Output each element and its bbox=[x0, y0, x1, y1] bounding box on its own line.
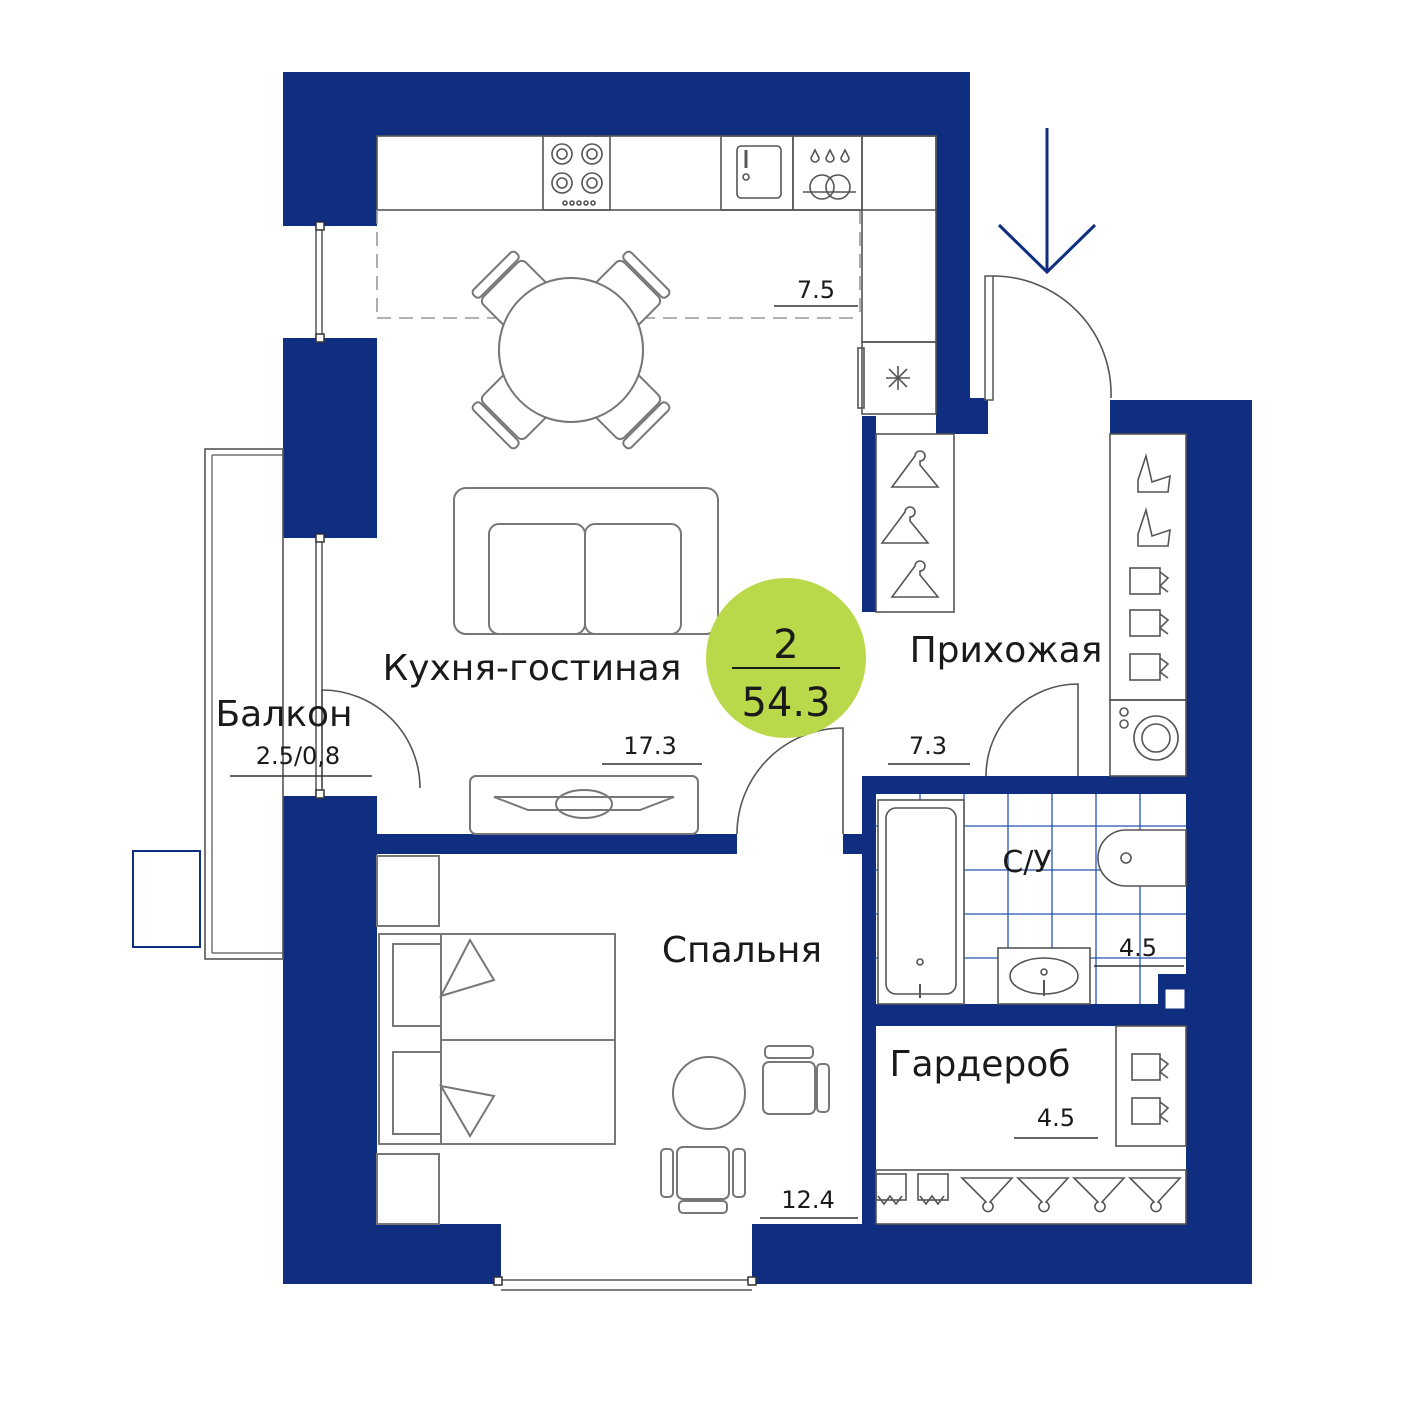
dining-table-icon bbox=[471, 250, 671, 450]
hanger-icon bbox=[880, 450, 940, 598]
kitchen-living-area: 17.3 bbox=[623, 732, 676, 760]
bathroom-door bbox=[985, 683, 1079, 777]
rooms-count: 2 bbox=[773, 622, 798, 668]
balcony-name: Балкон bbox=[215, 694, 352, 735]
kitchen-door bbox=[736, 727, 844, 835]
wardrobe-name: Гардероб bbox=[890, 1044, 1071, 1085]
room-labels: 7.5 Кухня-гостиная 17.3 Прихожая 7.3 С/У… bbox=[215, 276, 1184, 1219]
bedroom-name: Спальня bbox=[662, 930, 822, 971]
tv-stand-icon bbox=[469, 775, 699, 835]
bedroom-area: 12.4 bbox=[781, 1186, 834, 1214]
wardrobe-area: 4.5 bbox=[1037, 1104, 1075, 1132]
walls bbox=[283, 72, 1252, 1284]
bathtub-icon bbox=[877, 799, 965, 1005]
entrance-arrow-icon bbox=[997, 128, 1097, 275]
hallway-name: Прихожая bbox=[910, 630, 1103, 671]
balcony-ac-unit bbox=[132, 850, 201, 948]
fridge-icon bbox=[857, 341, 937, 415]
wardrobe-shelves bbox=[875, 1025, 1187, 1225]
washing-machine-icon bbox=[1119, 707, 1179, 761]
total-area: 54.3 bbox=[741, 680, 830, 726]
shoe-cabinet bbox=[1109, 433, 1187, 777]
kitchen-sink-icon bbox=[720, 135, 794, 211]
dishwasher-icon bbox=[792, 135, 863, 211]
bathroom-name: С/У bbox=[1002, 845, 1051, 880]
bathroom-area: 4.5 bbox=[1119, 934, 1157, 962]
washbasin-icon bbox=[997, 947, 1091, 1005]
stove-icon bbox=[542, 135, 611, 211]
kitchen-living-name: Кухня-гостиная bbox=[383, 648, 682, 689]
balcony-area: 2.5/0,8 bbox=[256, 742, 340, 770]
hanger-icon bbox=[960, 1177, 1182, 1213]
balcony bbox=[132, 448, 421, 960]
summary-badge: 2 54.3 bbox=[706, 578, 866, 738]
entrance-door bbox=[984, 275, 1112, 401]
ventilation-shaft bbox=[1162, 986, 1188, 1012]
bedroom-table-icon bbox=[660, 1045, 830, 1214]
hallway-area: 7.3 bbox=[909, 732, 947, 760]
kitchen-counter bbox=[376, 135, 937, 343]
shoe-icon bbox=[1137, 453, 1171, 547]
hallway-wardrobe bbox=[875, 433, 955, 613]
windows bbox=[285, 221, 757, 1291]
toilet-icon bbox=[1097, 829, 1187, 887]
kitchen-zone-area: 7.5 bbox=[797, 276, 835, 304]
sofa-icon bbox=[453, 487, 719, 635]
folded-clothes-icon bbox=[1129, 567, 1170, 681]
bed-icon bbox=[376, 855, 616, 1225]
